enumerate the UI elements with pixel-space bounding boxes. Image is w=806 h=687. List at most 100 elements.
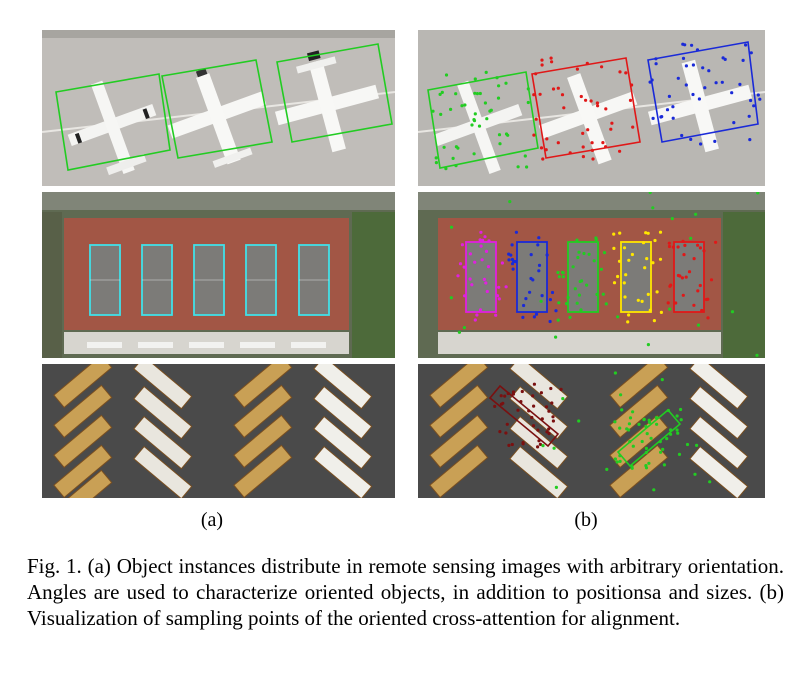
sampling-point xyxy=(532,93,536,97)
sampling-point xyxy=(585,283,589,287)
sampling-point xyxy=(609,127,613,131)
image-aircraft-a xyxy=(42,30,395,186)
sampling-point xyxy=(532,404,536,408)
sampling-point xyxy=(631,125,635,129)
sampling-point xyxy=(701,66,705,70)
sampling-point xyxy=(528,290,532,294)
sampling-point xyxy=(703,86,707,90)
sampling-point xyxy=(485,117,489,121)
sampling-point xyxy=(645,432,649,436)
sampling-point xyxy=(549,56,553,60)
sampling-point xyxy=(644,450,648,455)
sampling-point xyxy=(485,289,489,294)
sampling-point xyxy=(625,427,629,431)
sampling-point xyxy=(601,141,605,145)
sampling-point xyxy=(670,217,674,221)
sampling-point xyxy=(666,408,670,413)
sampling-point xyxy=(671,116,675,120)
sampling-point xyxy=(645,257,649,261)
sampling-point xyxy=(698,246,702,250)
sampling-point xyxy=(627,422,631,426)
sampling-point xyxy=(470,283,474,287)
sampling-point xyxy=(541,444,545,448)
sampling-point xyxy=(576,255,580,260)
sampling-point xyxy=(680,133,684,138)
sampling-point xyxy=(537,269,541,273)
sampling-point xyxy=(526,87,530,91)
sampling-point xyxy=(495,294,500,298)
sampling-point xyxy=(458,262,463,266)
sampling-point xyxy=(616,274,620,279)
sampling-point xyxy=(527,409,531,413)
sampling-point xyxy=(497,285,501,289)
sampling-point xyxy=(738,82,742,86)
sampling-point xyxy=(647,418,651,422)
sampling-point xyxy=(665,108,670,112)
sampling-point xyxy=(556,141,560,145)
sampling-point xyxy=(674,301,678,305)
sampling-point xyxy=(496,96,501,100)
sampling-point xyxy=(545,430,549,434)
sampling-point xyxy=(510,243,514,247)
sampling-point xyxy=(669,432,673,436)
sampling-point xyxy=(575,238,579,242)
sampling-point xyxy=(439,112,443,116)
sampling-point xyxy=(696,323,701,327)
sampling-point xyxy=(579,94,583,99)
sampling-point xyxy=(460,243,464,247)
sampling-point xyxy=(675,414,679,418)
image-tennis-b xyxy=(418,192,765,358)
sampling-point xyxy=(756,192,760,195)
sampling-point xyxy=(685,442,690,447)
sampling-point xyxy=(530,415,534,420)
sampling-point xyxy=(644,446,648,450)
sampling-point xyxy=(756,93,760,97)
sampling-point xyxy=(684,275,688,279)
sampling-point xyxy=(449,225,454,229)
sampling-point xyxy=(442,145,446,149)
sampling-point xyxy=(630,466,634,470)
sampling-point xyxy=(682,253,686,257)
sampling-point xyxy=(601,292,605,296)
sampling-point xyxy=(699,142,703,146)
sampling-point xyxy=(585,61,589,65)
sampling-point xyxy=(554,485,558,489)
sampling-point xyxy=(671,105,675,109)
sampling-point xyxy=(683,243,687,247)
image-buses-b xyxy=(418,364,765,498)
sampling-point xyxy=(696,289,700,293)
sampling-point xyxy=(544,405,549,409)
sampling-point xyxy=(449,296,453,300)
sampling-point xyxy=(586,128,590,132)
sampling-point xyxy=(604,107,608,111)
sampling-point xyxy=(665,437,669,441)
sampling-point xyxy=(568,315,572,319)
sampling-point xyxy=(557,301,561,305)
sampling-point xyxy=(539,299,543,303)
sampling-point xyxy=(648,192,652,195)
sampling-point xyxy=(714,81,718,85)
sampling-point xyxy=(532,315,536,319)
subfigure-label-b: (b) xyxy=(574,509,598,531)
sampling-point xyxy=(524,297,528,301)
sampling-point xyxy=(752,104,756,108)
sampling-point xyxy=(620,408,624,412)
sampling-point xyxy=(636,298,640,302)
sampling-point xyxy=(519,400,523,404)
sampling-point xyxy=(655,422,659,426)
sampling-point xyxy=(575,67,579,71)
sampling-point xyxy=(618,459,622,463)
sampling-point xyxy=(651,206,655,210)
sampling-point xyxy=(478,91,482,96)
sampling-point xyxy=(591,157,595,161)
sampling-point xyxy=(504,285,508,289)
sampling-point xyxy=(560,93,565,97)
sampling-point xyxy=(652,319,656,323)
sampling-point xyxy=(454,92,458,96)
sampling-point xyxy=(675,428,679,432)
sampling-point xyxy=(551,87,556,91)
sampling-point xyxy=(478,308,483,312)
sampling-point xyxy=(511,392,515,396)
sampling-point xyxy=(495,76,499,80)
sampling-point xyxy=(596,104,600,108)
